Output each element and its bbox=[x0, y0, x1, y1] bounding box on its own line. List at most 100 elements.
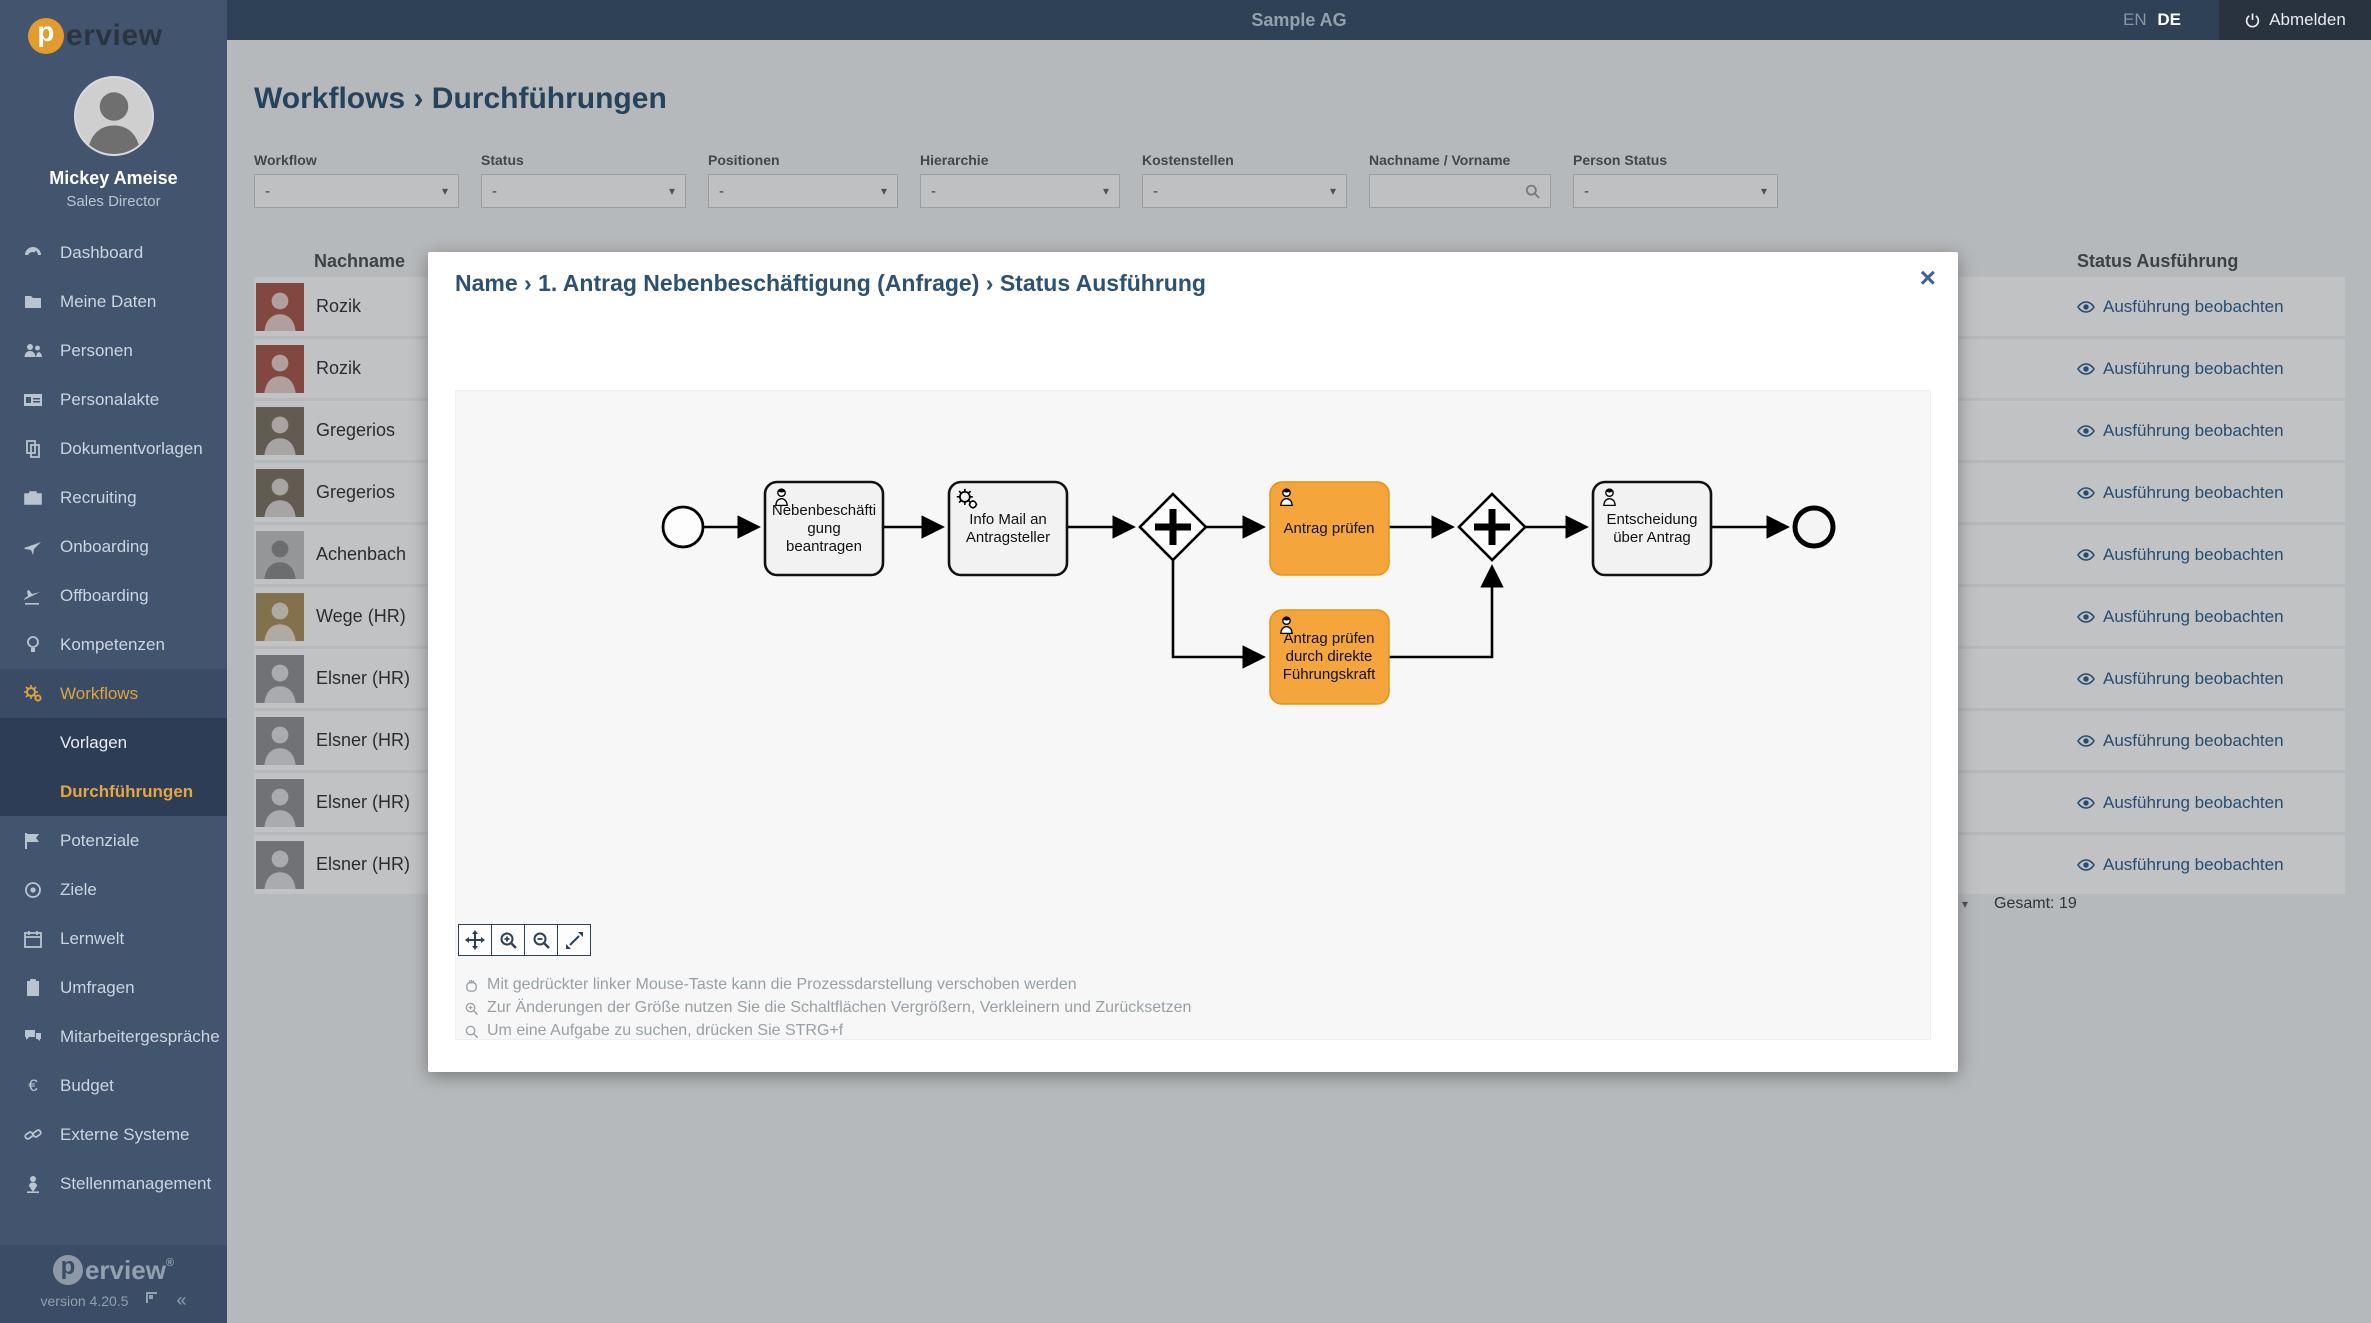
sidebar-item-offboarding[interactable]: Offboarding bbox=[0, 571, 227, 620]
sidebar-item-budget[interactable]: € Budget bbox=[0, 1061, 227, 1110]
sidebar-item-workflows[interactable]: Workflows bbox=[0, 669, 227, 718]
logout-button[interactable]: Abmelden bbox=[2219, 0, 2371, 40]
filter-hierarchie: Hierarchie - ▾ bbox=[920, 152, 1120, 208]
user-avatar[interactable] bbox=[73, 76, 154, 156]
positionen-select[interactable]: - ▾ bbox=[708, 174, 898, 208]
person-silhouette-icon bbox=[75, 78, 152, 154]
total-count: Gesamt: 19 bbox=[1994, 895, 2077, 912]
help-search: Um eine Aufgabe zu suchen, drücken Sie S… bbox=[464, 1022, 1191, 1040]
sidebar-item-externe-systeme[interactable]: Externe Systeme bbox=[0, 1110, 227, 1159]
avatar bbox=[256, 282, 304, 331]
close-icon[interactable]: × bbox=[1919, 262, 1936, 293]
bpmn-task-nebenbeschaeftigung-beantragen[interactable]: Nebenbeschäfti gung beantragen bbox=[763, 480, 885, 577]
workflow-select[interactable]: - ▾ bbox=[254, 174, 459, 208]
sidebar-item-lernwelt[interactable]: Lernwelt bbox=[0, 914, 227, 963]
chevron-down-icon: ▾ bbox=[441, 184, 448, 198]
sidebar-item-recruiting[interactable]: Recruiting bbox=[0, 473, 227, 522]
bpmn-start-event[interactable] bbox=[661, 505, 705, 549]
watch-execution-link[interactable]: Ausführung beobachten bbox=[2077, 297, 2345, 317]
watch-execution-link[interactable]: Ausführung beobachten bbox=[2077, 731, 2345, 751]
filter-status: Status - ▾ bbox=[481, 152, 686, 208]
bpmn-task-antrag-pruefen[interactable]: Antrag prüfen bbox=[1269, 481, 1390, 576]
watch-execution-link[interactable]: Ausführung beobachten bbox=[2077, 359, 2345, 379]
lang-de[interactable]: DE bbox=[2157, 10, 2181, 29]
watch-execution-link[interactable]: Ausführung beobachten bbox=[2077, 855, 2345, 875]
perview-footer-logo-p-icon: p bbox=[52, 1253, 83, 1285]
pan-button[interactable] bbox=[458, 924, 492, 956]
person-photo-icon bbox=[264, 292, 296, 331]
sidebar-item-meine-daten[interactable]: Meine Daten bbox=[0, 277, 227, 326]
watch-execution-link[interactable]: Ausführung beobachten bbox=[2077, 545, 2345, 565]
filter-positionen: Positionen - ▾ bbox=[708, 152, 898, 208]
bpmn-parallel-gateway-split[interactable] bbox=[1138, 492, 1208, 562]
watch-execution-link[interactable]: Ausführung beobachten bbox=[2077, 607, 2345, 627]
eye-icon bbox=[2077, 300, 2095, 313]
documents-icon bbox=[20, 439, 46, 459]
watch-execution-link[interactable]: Ausführung beobachten bbox=[2077, 669, 2345, 689]
search-icon bbox=[1525, 184, 1540, 198]
company-name: Sample AG bbox=[1251, 9, 1347, 30]
language-switcher[interactable]: EN DE bbox=[2123, 10, 2181, 30]
name-search-field[interactable] bbox=[1369, 174, 1551, 208]
sidebar-item-personalakte[interactable]: Personalakte bbox=[0, 375, 227, 424]
eye-icon bbox=[2077, 672, 2095, 685]
page-size-caret-icon[interactable]: ▾ bbox=[1962, 897, 1969, 911]
plane-departure-icon bbox=[20, 586, 46, 606]
sidebar-item-kompetenzen[interactable]: Kompetenzen bbox=[0, 620, 227, 669]
diagram-controls bbox=[458, 924, 591, 956]
person-photo-icon bbox=[264, 850, 296, 889]
bpmn-diagram: Nebenbeschäfti gung beantragen Info Mail… bbox=[661, 480, 1836, 705]
reset-zoom-button[interactable] bbox=[557, 924, 591, 956]
chevron-down-icon: ▾ bbox=[1102, 184, 1109, 198]
person-photo-icon bbox=[264, 354, 296, 393]
zoom-in-button[interactable] bbox=[491, 924, 525, 956]
person-status-select[interactable]: - ▾ bbox=[1573, 174, 1778, 208]
sidebar-item-personen[interactable]: Personen bbox=[0, 326, 227, 375]
bpmn-canvas[interactable]: Nebenbeschäfti gung beantragen Info Mail… bbox=[455, 390, 1931, 1040]
eye-icon bbox=[2077, 858, 2095, 871]
avatar bbox=[256, 654, 304, 703]
avatar bbox=[256, 530, 304, 579]
bpmn-parallel-gateway-join[interactable] bbox=[1457, 492, 1527, 562]
user-name: Mickey Ameise bbox=[49, 168, 178, 188]
svg-text:Antragsteller: Antragsteller bbox=[966, 529, 1050, 546]
move-icon bbox=[465, 930, 485, 950]
bpmn-end-event[interactable] bbox=[1792, 505, 1836, 549]
svg-text:Antrag prüfen: Antrag prüfen bbox=[1284, 520, 1375, 537]
sidebar-subitem-vorlagen[interactable]: Vorlagen bbox=[60, 732, 128, 752]
bpmn-task-info-mail[interactable]: Info Mail an Antragsteller bbox=[947, 480, 1069, 577]
search-input[interactable] bbox=[1380, 175, 1525, 207]
dock-icon[interactable] bbox=[144, 1290, 160, 1311]
collapse-sidebar-icon[interactable]: « bbox=[176, 1290, 187, 1310]
sidebar-item-onboarding[interactable]: Onboarding bbox=[0, 522, 227, 571]
sidebar-item-potenziale[interactable]: Potenziale bbox=[0, 816, 227, 865]
svg-text:gung: gung bbox=[807, 520, 840, 537]
comments-icon bbox=[20, 1027, 46, 1047]
watch-execution-link[interactable]: Ausführung beobachten bbox=[2077, 793, 2345, 813]
hierarchie-select[interactable]: - ▾ bbox=[920, 174, 1120, 208]
status-select[interactable]: - ▾ bbox=[481, 174, 686, 208]
lang-en[interactable]: EN bbox=[2123, 10, 2147, 29]
person-pin-icon bbox=[20, 1174, 46, 1194]
kostenstellen-select[interactable]: - ▾ bbox=[1142, 174, 1347, 208]
sidebar-item-ziele[interactable]: Ziele bbox=[0, 865, 227, 914]
filter-person-status: Person Status - ▾ bbox=[1573, 152, 1778, 208]
person-photo-icon bbox=[264, 788, 296, 827]
sidebar-item-umfragen[interactable]: Umfragen bbox=[0, 963, 227, 1012]
sidebar-subitem-durchfuehrungen[interactable]: Durchführungen bbox=[60, 781, 194, 801]
bpmn-task-antrag-pruefen-fuehrungskraft[interactable]: Antrag prüfen durch direkte Führungskraf… bbox=[1269, 609, 1390, 705]
watch-execution-link[interactable]: Ausführung beobachten bbox=[2077, 421, 2345, 441]
avatar bbox=[256, 406, 304, 455]
sidebar-item-mitarbeitergespraeche[interactable]: Mitarbeitergespräche bbox=[0, 1012, 227, 1061]
zoom-out-button[interactable] bbox=[524, 924, 558, 956]
bpmn-task-entscheidung[interactable]: Entscheidung über Antrag bbox=[1591, 480, 1713, 577]
svg-text:Antrag prüfen: Antrag prüfen bbox=[1284, 630, 1375, 647]
sidebar-item-dashboard[interactable]: Dashboard bbox=[0, 228, 227, 277]
sidebar-item-dokumentvorlagen[interactable]: Dokumentvorlagen bbox=[0, 424, 227, 473]
sidebar-item-stellenmanagement[interactable]: Stellenmanagement bbox=[0, 1159, 227, 1208]
zoom-in-icon bbox=[500, 932, 517, 949]
col-nachname[interactable]: Nachname bbox=[314, 250, 406, 271]
sidebar-menu-lower: Potenziale Ziele Lernwelt Umfragen Mitar… bbox=[0, 816, 227, 1208]
svg-text:über Antrag: über Antrag bbox=[1613, 529, 1691, 546]
watch-execution-link[interactable]: Ausführung beobachten bbox=[2077, 483, 2345, 503]
